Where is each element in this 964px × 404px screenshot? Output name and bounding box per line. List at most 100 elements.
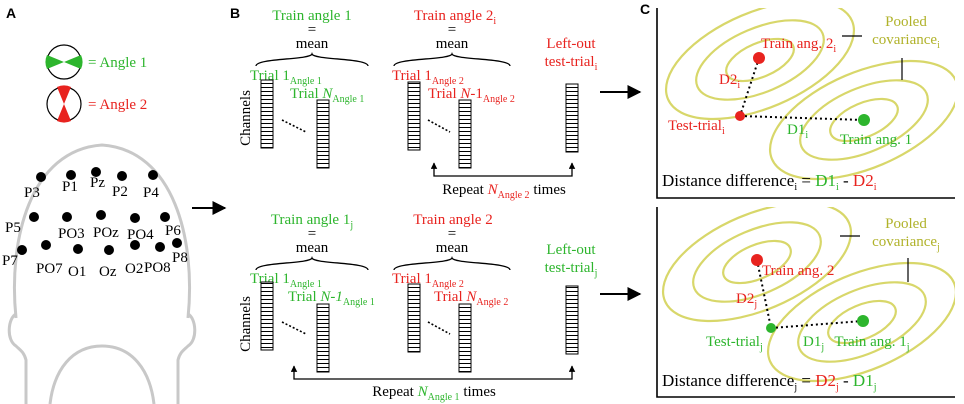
- channels-label: Channels: [238, 90, 254, 146]
- covariance-contours: [661, 207, 955, 383]
- panel-c-bottom: Train ang. 2 Train ang. 1j D2j D1j Test-…: [656, 207, 955, 398]
- electrode-label-poz: POz: [93, 225, 119, 241]
- panel-b-top: Train angle 1 = mean Train angle 2i = me…: [238, 8, 598, 201]
- train-angle-2-label: Train ang. 2: [762, 263, 834, 279]
- electrode-label-po3: PO3: [58, 226, 85, 242]
- covariance-label: covariancej: [872, 234, 940, 253]
- electrode-label-p4: P4: [143, 185, 159, 201]
- trial-vector: [407, 283, 421, 353]
- distance-d1-line: [739, 115, 865, 121]
- electrode-label-po4: PO4: [127, 227, 154, 243]
- electrode-dot-p8: [172, 238, 182, 248]
- trial-vector: [260, 281, 274, 351]
- repeat-loop-arrow: [430, 162, 576, 177]
- axes-frame: [656, 207, 955, 398]
- mean-brace: [393, 51, 511, 67]
- electrode-dot-p1: [66, 170, 76, 180]
- distance-difference-formula: Distance differencei = D1i - D2i: [662, 171, 877, 193]
- trial-label: Trial NAngle 2: [434, 289, 508, 308]
- channels-label: Channels: [238, 296, 254, 352]
- ellipsis-dots: [281, 119, 307, 133]
- electrode-dot-p6: [160, 212, 170, 222]
- repeat-loop-arrow: [290, 365, 576, 380]
- electrode-label-p7: P7: [2, 253, 18, 269]
- ellipsis-dots: [427, 321, 451, 335]
- electrode-dot-poz: [96, 210, 106, 220]
- distance-d1-line: [770, 320, 864, 329]
- test-trial-point: [735, 111, 745, 121]
- d1-label: D1i: [787, 122, 808, 141]
- train-angle-2-mean-point: [753, 52, 765, 64]
- train-angle-1-mean-point: [857, 315, 869, 327]
- test-trial-vector: [565, 83, 579, 153]
- test-trial-label: test-triali: [545, 54, 598, 73]
- electrode-dot-p4: [148, 170, 158, 180]
- covariance-label: covariancei: [872, 32, 940, 51]
- distance-d2-line: [756, 259, 772, 329]
- electrode-dot-o2: [130, 240, 140, 250]
- test-trial-label: Test-trialj: [706, 334, 763, 353]
- trial-label: Trial 1Angle 1: [250, 271, 322, 290]
- mean-brace: [393, 255, 511, 271]
- train-angle-2-title: Train angle 2: [413, 212, 492, 228]
- electrode-label-p1: P1: [62, 179, 78, 195]
- test-trial-point: [766, 323, 776, 333]
- train-angle-1-title: Train angle 1: [272, 8, 351, 24]
- train-angle-1-label: Train ang. 1j: [834, 334, 909, 353]
- angle-2-legend-label: = Angle 2: [88, 97, 147, 113]
- train-angle-1-title: Train angle 1j: [271, 212, 353, 231]
- electrode-dot-po3: [62, 212, 72, 222]
- mean-label: mean: [296, 240, 329, 256]
- distance-d2-line: [739, 57, 760, 117]
- electrode-label-o1: O1: [68, 264, 86, 280]
- electrode-label-o2: O2: [125, 261, 143, 277]
- electrode-label-po7: PO7: [36, 261, 63, 277]
- electrode-dot-p2: [117, 171, 127, 181]
- electrode-label-p6: P6: [165, 223, 181, 239]
- left-out-label: Left-out: [546, 242, 596, 258]
- panel-b-bottom: Train angle 1j = mean Train angle 2 = me…: [238, 212, 597, 403]
- head-outline: [7, 143, 197, 404]
- panel-c-label: C: [640, 1, 650, 17]
- trial-label: Trial N-1Angle 2: [428, 86, 515, 105]
- panel-b-label: B: [230, 5, 240, 21]
- electrode-label-p2: P2: [112, 184, 128, 200]
- mean-label: mean: [436, 240, 469, 256]
- equals-sign: =: [308, 22, 316, 38]
- electrode-dot-po8: [155, 242, 165, 252]
- electrode-label-pz: Pz: [90, 175, 105, 191]
- train-angle-1-mean-point: [858, 114, 870, 126]
- repeat-label: Repeat NAngle 1 times: [372, 384, 496, 403]
- trial-label: Trial 1Angle 2: [392, 68, 464, 87]
- electrode-dot-p3: [36, 172, 46, 182]
- trial-label: Trial 1Angle 2: [392, 271, 464, 290]
- angle-1-legend-label: = Angle 1: [88, 55, 147, 71]
- test-trial-label: test-trialj: [545, 260, 598, 279]
- d2-label: D2i: [719, 72, 740, 91]
- panel-c-top: Train ang. 2i Train ang. 1 D2i D1i Test-…: [656, 8, 955, 199]
- axes-frame: [656, 8, 955, 199]
- trial-vector: [458, 99, 472, 169]
- electrode-dot-oz: [104, 245, 114, 255]
- mean-brace: [255, 255, 369, 271]
- covariance-contours: [664, 8, 955, 181]
- train-angle-2-label: Train ang. 2i: [761, 36, 836, 55]
- train-angle-2-mean-point: [751, 254, 763, 266]
- repeat-label: Repeat NAngle 2 times: [442, 182, 566, 201]
- angle-1-icon: [45, 44, 83, 80]
- electrode-dot-pz: [91, 167, 101, 177]
- electrode-dot-po7: [41, 240, 51, 250]
- electrode-label-p8: P8: [172, 250, 188, 266]
- angle-2-icon: [46, 85, 82, 123]
- test-trial-vector: [565, 285, 579, 355]
- equals-sign: =: [448, 226, 456, 242]
- d2-label: D2j: [736, 291, 757, 310]
- panel-a-label: A: [6, 5, 16, 21]
- trial-label: Trial 1Angle 1: [250, 68, 322, 87]
- mean-label: mean: [296, 36, 329, 52]
- train-angle-2-title: Train angle 2i: [414, 8, 496, 27]
- trial-vector: [316, 99, 330, 169]
- ellipsis-dots: [427, 119, 451, 133]
- electrode-label-p5: P5: [5, 220, 21, 236]
- electrode-dot-p7: [17, 245, 27, 255]
